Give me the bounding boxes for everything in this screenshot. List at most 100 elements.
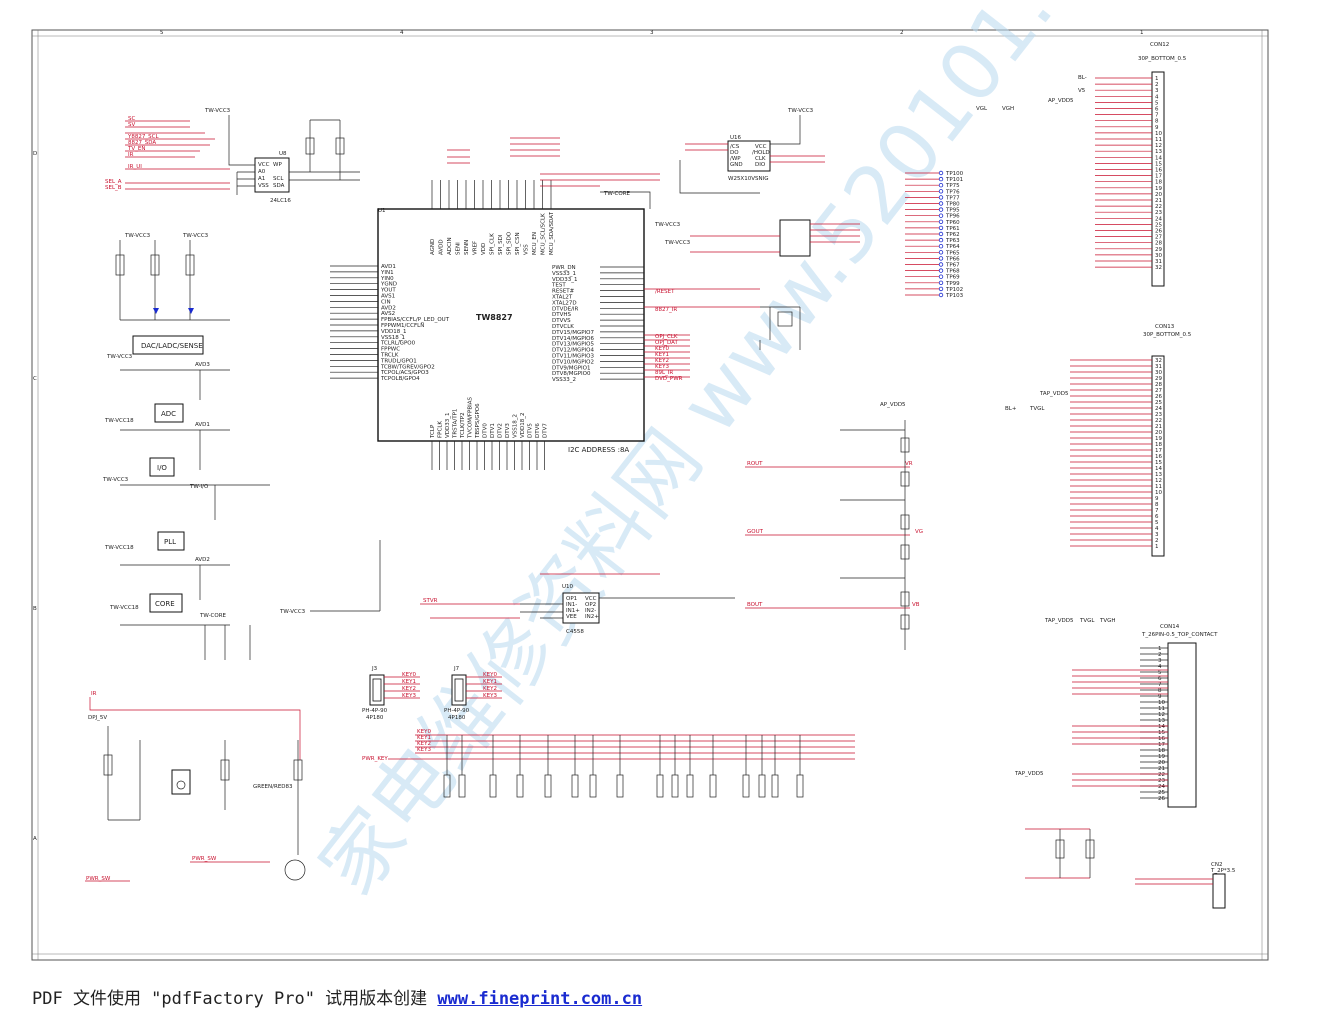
con13-pin-number: 32 [1155,358,1162,364]
svg-text:KEY2: KEY2 [402,686,416,692]
svg-text:SCL: SCL [273,176,284,182]
con13-pin-number: 2 [1155,538,1159,544]
svg-text:AP_VDD5: AP_VDD5 [1048,98,1074,104]
test-point-marker [938,176,944,182]
u1-bottom-pin-label: DTV3 [505,423,511,438]
u1-left-pin-label: FPPWC [381,347,400,353]
key-switch [616,774,624,798]
svg-text:DPJ_5V: DPJ_5V [88,715,107,721]
svg-text:WP: WP [273,162,282,168]
svg-text:IN2-: IN2- [585,608,596,614]
u1-bottom-pin-label: FPCLK [438,421,444,438]
svg-text:CON12: CON12 [1150,42,1169,48]
footer-link[interactable]: www.fineprint.com.cn [437,989,643,1009]
zone-2-top: 2 [900,30,904,36]
key-switch [742,774,750,798]
u1-right-pin-label: TEST [551,283,566,289]
svg-text:SDA: SDA [273,183,285,189]
u1-top-pin-label: MCU_EN [532,232,538,255]
svg-text:TVGL: TVGL [1079,618,1095,624]
svg-text:J3: J3 [371,666,378,672]
test-point-label: TP76 [945,189,960,195]
con12-pin-number: 20 [1155,192,1162,198]
zone-3-top: 3 [650,30,654,36]
svg-text:89L_IR: 89L_IR [655,370,673,376]
u1-top-pin-label: MCU_SDA/SDAT [549,211,555,255]
con12-pin-number: 32 [1155,265,1162,271]
con12-pin-number: 21 [1155,198,1162,204]
con14-pin-number: 4 [1158,664,1162,670]
svg-text:KEY0: KEY0 [655,346,669,352]
con14-pin-number: 23 [1158,778,1165,784]
svg-text:VGL: VGL [976,106,988,112]
test-point-label: TP67 [945,263,960,269]
svg-text:DVD_PWR: DVD_PWR [655,376,683,382]
svg-text:U8: U8 [279,151,287,157]
con14-pin-number: 18 [1158,748,1165,754]
test-point-marker [938,189,944,194]
schematic-sheet: 5 4 3 2 1 D C B A 家电维修资料网 www.520101.com… [31,0,1269,961]
con12-pin-number: 22 [1155,204,1162,210]
svg-text:TW-VCC3: TW-VCC3 [124,233,151,239]
u1-right-pin-label: DTV11/MGPIO3 [552,354,594,360]
u1-left-pin-label: AVS1 [381,294,395,300]
con13-pin-number: 7 [1155,508,1159,514]
key-header-j3: J3 PH-4P-90 4P180 KEY0 KEY1 KEY2 KEY3 [362,666,420,721]
svg-text:ROUT: ROUT [747,461,763,467]
svg-text:VCC: VCC [585,596,597,602]
con13-pin-number: 18 [1155,442,1162,448]
u1-left-pin-label: TRUDL/GPO1 [380,358,417,364]
key-switch [709,774,717,798]
svg-text:DIO: DIO [755,162,766,168]
svg-text:DO: DO [730,150,739,156]
test-point-marker [938,207,944,212]
u1-bottom-pin-label: VDD33_1 [445,413,451,438]
u1-bottom-pin-label: VDD18_2 [520,413,526,438]
svg-text:PH-4P-90: PH-4P-90 [444,708,470,714]
svg-text:/WP: /WP [730,156,741,162]
svg-text:4P180: 4P180 [448,715,466,721]
key-switch [443,774,451,798]
con12-pin-number: 5 [1155,100,1159,106]
test-point-marker [938,182,944,188]
svg-text:KEY1: KEY1 [402,679,416,685]
rgb-output-section: ROUT GOUT BOUT VR VG VB AP_VDD5 [745,402,923,650]
con14-pin-number: 17 [1158,742,1165,748]
opamp-u10: U10 C4558 OP1 IN1- IN1+ VEE VCC OP2 IN2-… [279,540,735,635]
con13-pin-number: 8 [1155,502,1159,508]
svg-text:24LC16: 24LC16 [270,198,291,204]
con13-pin-number: 27 [1155,388,1162,394]
u1-left-pin-label: TCBW/TGREV/GPO2 [380,364,435,370]
svg-text:CON13: CON13 [1155,324,1175,330]
key-header-j7: J7 PH-4P-90 4P180 KEY0 KEY1 KEY2 KEY3 [444,666,502,721]
u1-right-pin-label: DTV8/MGPIO0 [552,371,591,377]
u1-left-pin-label: YOUT [380,288,396,294]
con14-pin-number: 8 [1158,688,1162,694]
test-point-marker [938,262,944,267]
svg-text:TV_EN: TV_EN [127,146,145,152]
test-point-label: TP62 [945,232,960,238]
u1-top-nets: TW-CORE [447,137,660,209]
svg-text:CLK: CLK [755,156,766,162]
con14-pin-number: 15 [1158,730,1165,736]
u1-bottom-pin-label: DTV6 [535,423,541,438]
svg-text:J7: J7 [453,666,460,672]
svg-text:AVD2: AVD2 [195,557,210,563]
svg-text:8827_IR: 8827_IR [655,307,677,313]
u1-left-pin-label: YIN0 [380,276,394,282]
svg-text:TVGL: TVGL [1029,406,1045,412]
con13-pin-number: 20 [1155,430,1162,436]
block-pll: PLL [164,538,176,546]
svg-text:TW-VCC3: TW-VCC3 [204,108,231,114]
con14-pin-number: 19 [1158,754,1165,760]
svg-text:30P_BOTTOM_0.5: 30P_BOTTOM_0.5 [1143,332,1192,338]
zone-1-top: 1 [1140,30,1144,36]
con14-pin-number: 9 [1158,694,1162,700]
con14-pin-number: 25 [1158,790,1165,796]
test-point-marker [938,250,944,255]
key-switch [489,774,497,798]
con13-pin-number: 16 [1155,454,1162,460]
svg-text:C: C [33,376,37,382]
con13-pin-number: 15 [1155,460,1162,466]
svg-text:U16: U16 [730,135,742,141]
